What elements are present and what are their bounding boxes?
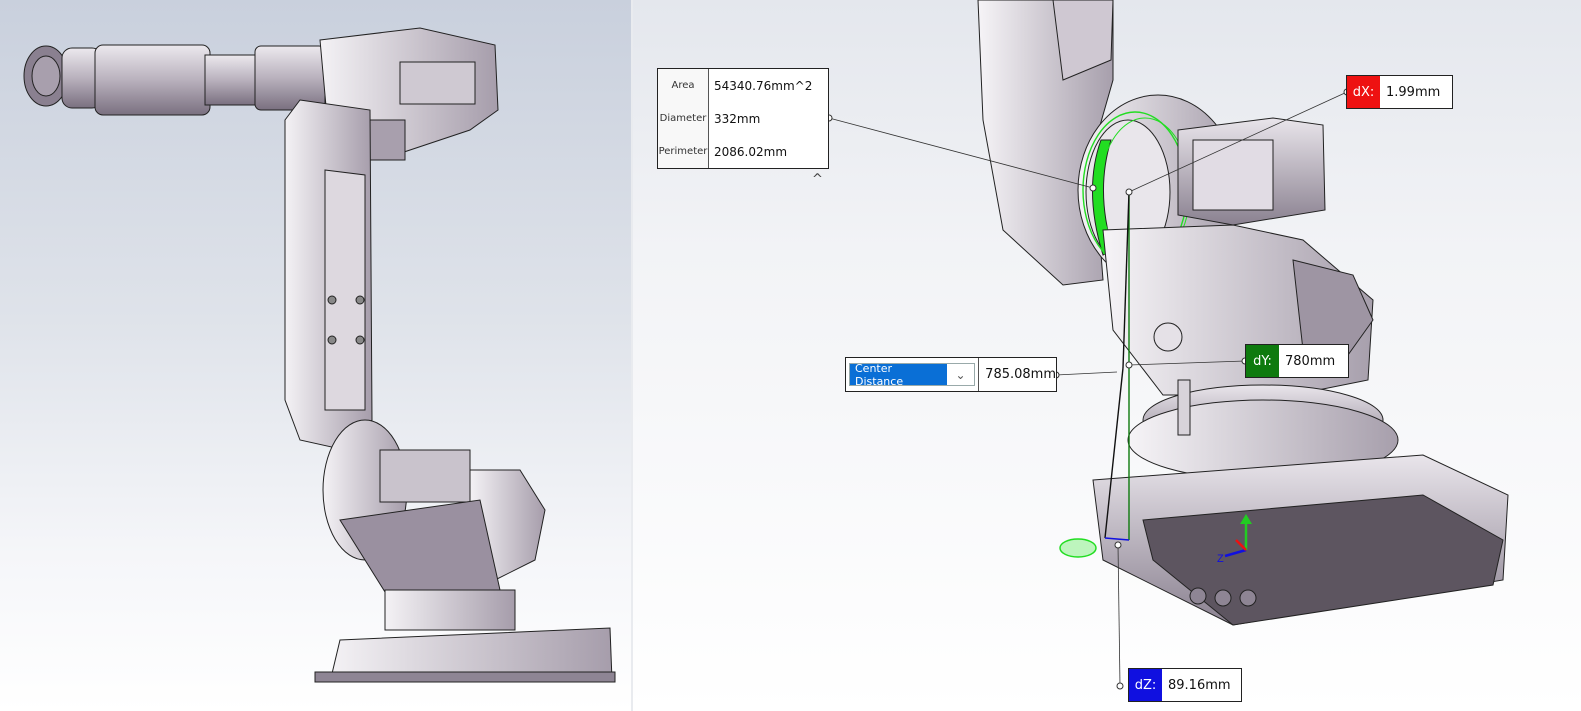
chevron-down-icon[interactable]: ⌄ (955, 367, 966, 382)
wrist-flange (23, 45, 103, 109)
dx-label: dX: (1347, 76, 1380, 108)
center-distance-value: 785.08mm (978, 358, 1056, 391)
diameter-value: 332mm (714, 111, 761, 126)
robot-base (314, 589, 616, 683)
diameter-label: Diameter (658, 102, 709, 135)
coordinate-triad: Z (1217, 514, 1252, 565)
center-distance-callout: Center Distance ⌄ 785.08mm (845, 357, 1057, 392)
dy-value: 780mm (1285, 353, 1336, 369)
motor-unit (1177, 117, 1326, 226)
turntable (1127, 379, 1399, 481)
dy-label: dY: (1246, 345, 1279, 377)
dz-value: 89.16mm (1168, 677, 1231, 693)
measurement-info-table: Area 54340.76mm^2 Diameter 332mm Perimet… (657, 68, 829, 169)
area-value: 54340.76mm^2 (714, 78, 813, 93)
leader-lines (828, 91, 1348, 687)
vertical-arm (284, 99, 373, 451)
distance-mode-dropdown[interactable]: Center Distance ⌄ (849, 362, 976, 388)
dz-label: dZ: (1129, 669, 1162, 701)
viewport-splitter[interactable] (631, 0, 634, 711)
dx-value: 1.99mm (1386, 84, 1441, 100)
dz-callout: dZ: 89.16mm (1128, 668, 1242, 702)
dy-callout: dY: 780mm (1245, 344, 1349, 378)
perimeter-label: Perimeter (658, 135, 709, 168)
left-viewport[interactable] (0, 0, 633, 711)
distance-mode-label[interactable]: Center Distance (850, 362, 947, 388)
dx-callout: dX: 1.99mm (1346, 75, 1453, 109)
forearm (94, 44, 326, 116)
area-label: Area (658, 69, 709, 102)
shoulder-joint (322, 419, 546, 601)
base-plate (1059, 454, 1509, 626)
collapse-chevron-icon[interactable]: ^ (812, 172, 823, 187)
arm-segment (977, 0, 1114, 286)
triad-z-label: Z (1217, 553, 1224, 565)
robot-side-view[interactable] (0, 0, 633, 711)
perimeter-value: 2086.02mm (714, 144, 788, 159)
